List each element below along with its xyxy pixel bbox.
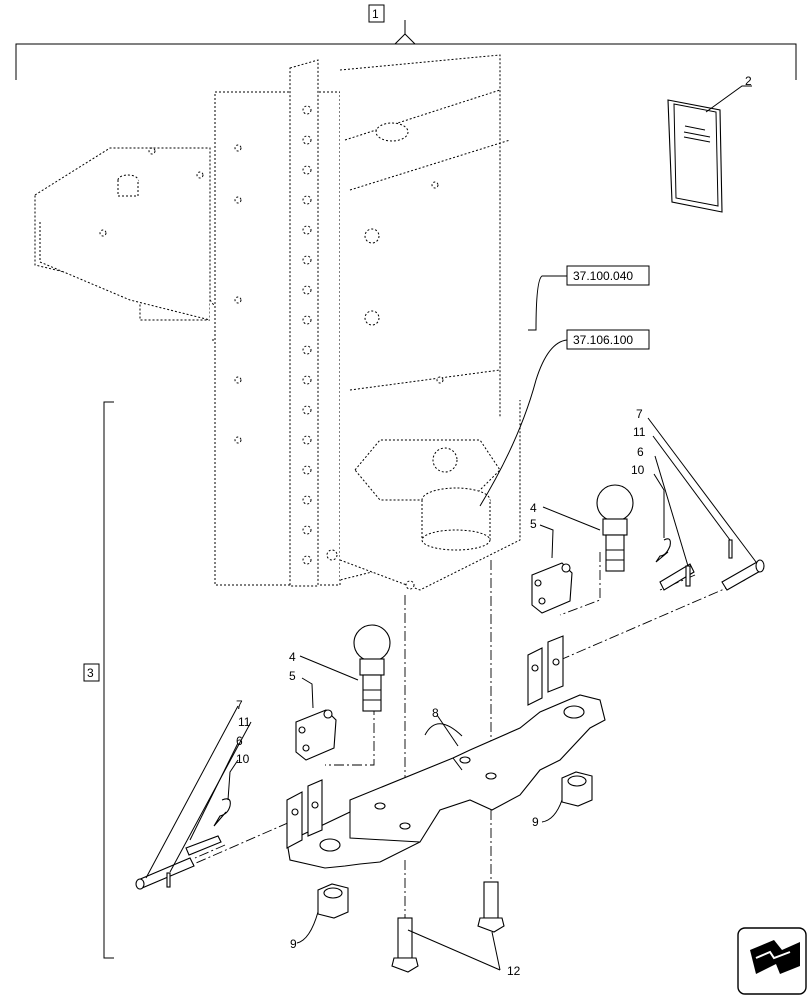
nut-left: 9 bbox=[290, 883, 349, 951]
item-label-11-top[interactable]: 11 bbox=[633, 425, 646, 439]
ref-link-37-100-040[interactable]: 37.100.040 bbox=[573, 269, 633, 283]
reference-37-106-100: 37.106.100 bbox=[479, 329, 650, 507]
pin-set-left: 7 11 6 10 bbox=[135, 698, 252, 890]
latch-left: 5 bbox=[289, 669, 337, 761]
assembly-1-bracket: 1 bbox=[15, 4, 797, 80]
item-label-6-left[interactable]: 6 bbox=[236, 734, 243, 748]
latch-right: 5 bbox=[530, 517, 573, 614]
assembly-centerlines bbox=[179, 552, 746, 918]
item-label-7-left[interactable]: 7 bbox=[236, 698, 243, 712]
item-label-4-top[interactable]: 4 bbox=[530, 501, 537, 515]
pin-set-right: 7 11 6 10 bbox=[631, 407, 765, 591]
item-label-2[interactable]: 2 bbox=[745, 74, 752, 88]
item-label-5-left[interactable]: 5 bbox=[289, 669, 296, 683]
item-label-1[interactable]: 1 bbox=[372, 7, 379, 21]
nut-right: 9 bbox=[532, 771, 593, 829]
reference-37-100-040: 37.100.040 bbox=[528, 265, 650, 331]
tractor-frame-ghost bbox=[34, 54, 521, 591]
item-label-4-left[interactable]: 4 bbox=[289, 650, 296, 664]
item-label-7-top[interactable]: 7 bbox=[636, 407, 643, 421]
ball-pin-left: 4 bbox=[289, 624, 391, 712]
item-label-12[interactable]: 12 bbox=[507, 964, 521, 978]
manual-booklet: 2 bbox=[667, 74, 752, 213]
bolt-leader: 12 bbox=[407, 929, 521, 978]
item-label-9-right[interactable]: 9 bbox=[532, 815, 539, 829]
item-label-9-left[interactable]: 9 bbox=[290, 937, 297, 951]
item-label-10-left[interactable]: 10 bbox=[236, 752, 250, 766]
item-label-8[interactable]: 8 bbox=[432, 706, 439, 720]
item-label-11-left[interactable]: 11 bbox=[238, 715, 251, 729]
navigate-arrow-icon[interactable] bbox=[737, 927, 807, 995]
ref-link-37-106-100[interactable]: 37.106.100 bbox=[573, 333, 633, 347]
bolt-left bbox=[391, 917, 419, 973]
ball-pin-right: 4 bbox=[530, 484, 634, 572]
clevis-bracket-right bbox=[527, 635, 564, 706]
item-label-5-top[interactable]: 5 bbox=[530, 517, 537, 531]
drawbar-plate: 8 bbox=[286, 694, 606, 869]
clevis-bracket-left bbox=[286, 779, 323, 849]
item-label-10-top[interactable]: 10 bbox=[631, 463, 645, 477]
assembly-3-bracket: 3 bbox=[83, 401, 114, 959]
item-label-6-top[interactable]: 6 bbox=[637, 445, 644, 459]
item-label-3[interactable]: 3 bbox=[87, 666, 94, 680]
bolt-right bbox=[477, 881, 505, 933]
